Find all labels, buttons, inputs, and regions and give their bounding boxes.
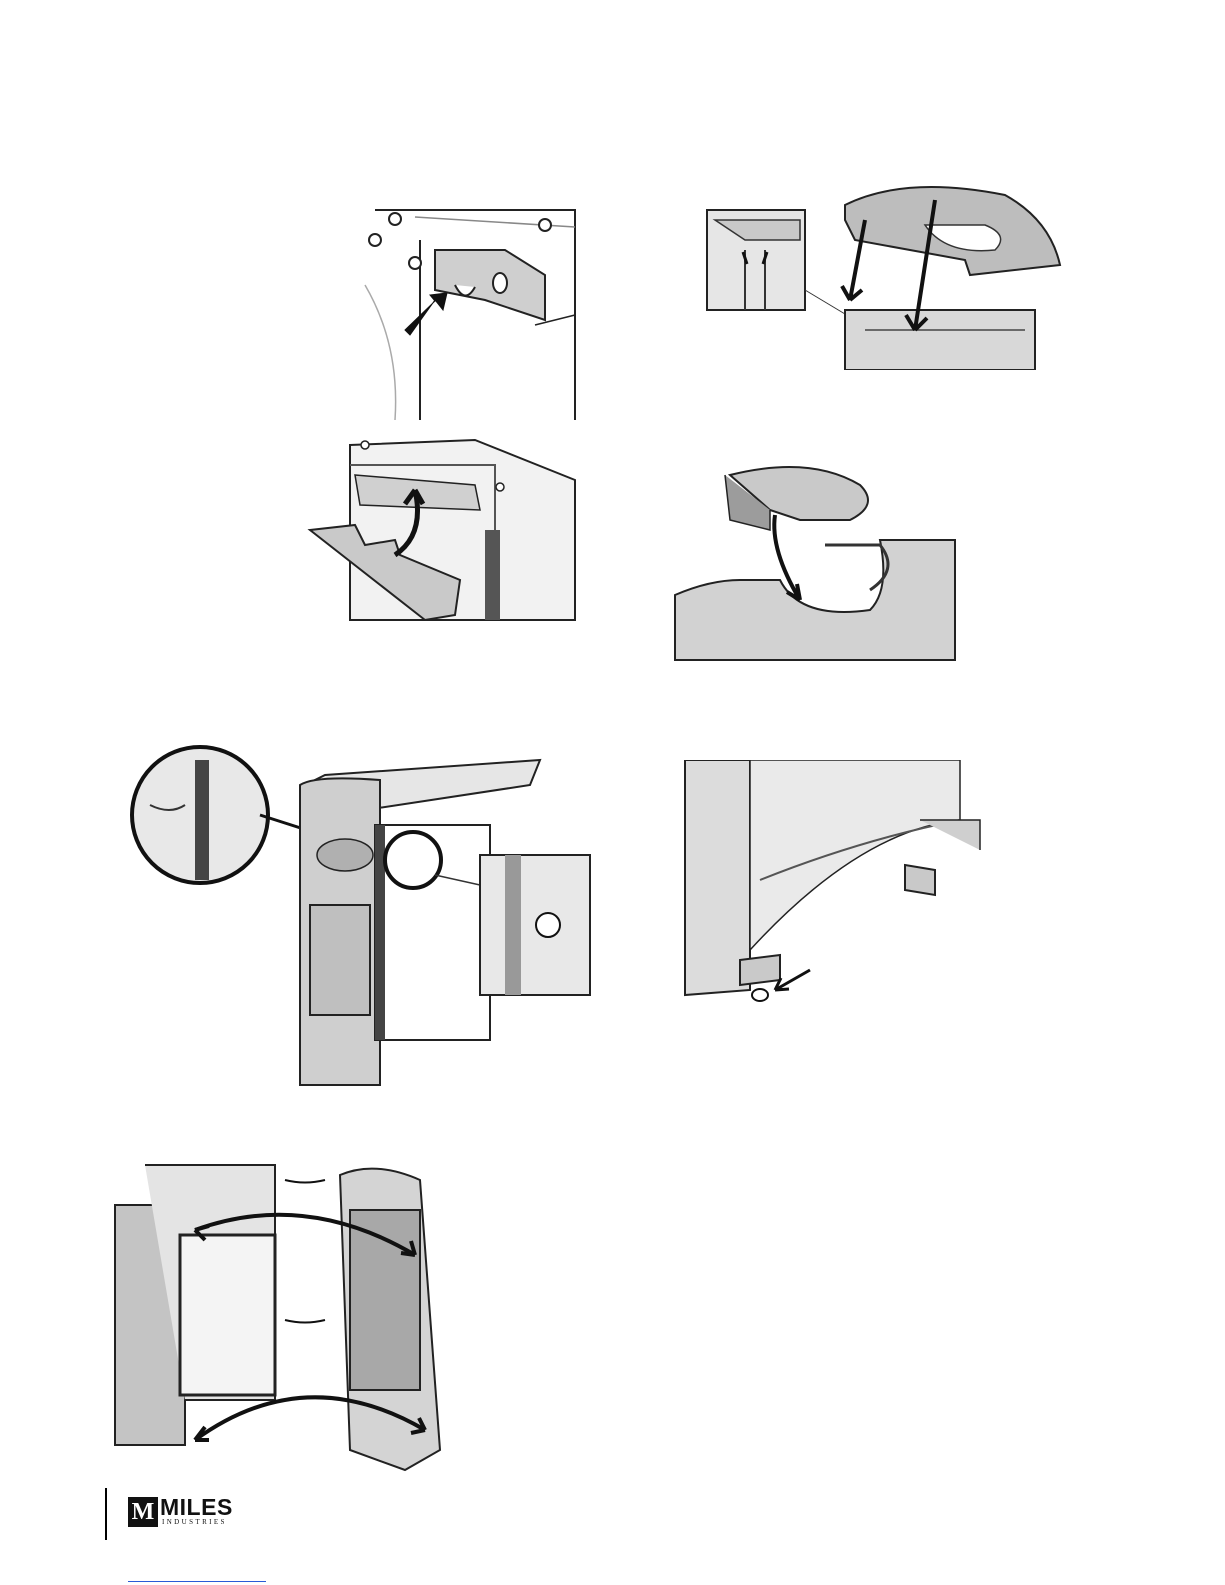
- footer-link[interactable]: [128, 1567, 266, 1582]
- brand-subtitle: INDUSTRIES: [162, 1518, 227, 1526]
- figure-leveling-foot: [680, 760, 1025, 1015]
- figure-top-panel-drop: [705, 180, 1065, 370]
- figure-door-latch-detail: [130, 745, 595, 1090]
- miles-industries-logo: M MILES INDUSTRIES: [128, 1497, 238, 1531]
- figure-side-panel-swing: [105, 1150, 460, 1480]
- figure-bracket-install: [335, 205, 580, 425]
- brand-name: MILES: [160, 1494, 233, 1521]
- footer-rule: [105, 1488, 107, 1540]
- logo-mark-icon: M: [128, 1497, 158, 1527]
- arrow-icon: [405, 293, 447, 335]
- figure-insert-placement: [670, 460, 960, 665]
- figure-baffle-lift: [305, 435, 580, 640]
